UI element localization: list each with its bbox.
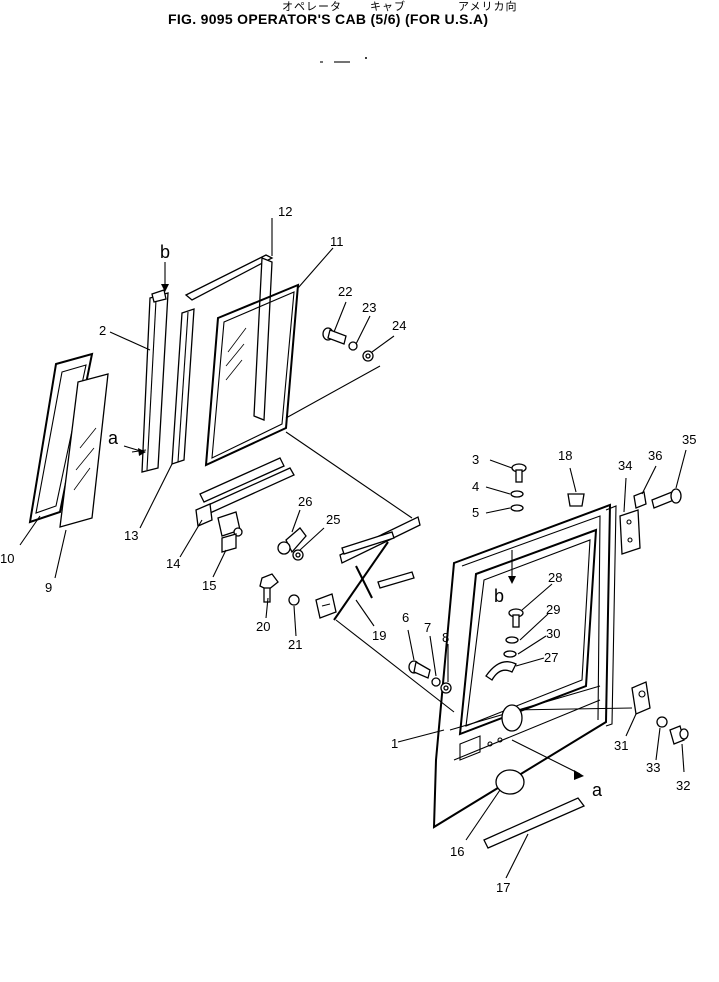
part-13-channel (171, 308, 195, 465)
callout-numbers: 1 2 3 4 5 6 7 8 9 10 11 12 13 14 15 16 1… (0, 204, 696, 895)
figure-header: オペレータ キャブ アメリカ向 FIG. 9095 OPERATOR'S CAB… (0, 0, 719, 40)
katakana-usa: アメリカ向 (458, 0, 518, 13)
katakana-cab: キャブ (370, 0, 406, 13)
callout-28: 28 (548, 570, 562, 585)
part-25-washer (292, 549, 304, 561)
part-9-window-glass (59, 373, 109, 528)
callout-1: 1 (391, 736, 398, 751)
callout-8: 8 (442, 630, 449, 645)
callout-29: 29 (546, 602, 560, 617)
callout-9: 9 (45, 580, 52, 595)
callout-35: 35 (682, 432, 696, 447)
callout-36: 36 (648, 448, 662, 463)
callout-27: 27 (544, 650, 558, 665)
katakana-operator: オペレータ (282, 0, 342, 13)
part-20-bolt (259, 573, 279, 603)
part-19-regulator (333, 516, 421, 621)
callout-25: 25 (326, 512, 340, 527)
callout-31: 31 (614, 738, 628, 753)
callout-24: 24 (392, 318, 406, 333)
part-2-channel (141, 289, 169, 473)
callout-21: 21 (288, 637, 302, 652)
part-5-washer (510, 504, 524, 512)
part-hinge-block (315, 593, 337, 619)
part-14-runner (195, 457, 295, 527)
part-31-latch (631, 681, 651, 715)
part-34-hinge (619, 509, 641, 555)
callout-leaders (19, 218, 687, 879)
part-30-washer (503, 650, 517, 658)
callout-13: 13 (124, 528, 138, 543)
part-18-cap (567, 493, 585, 507)
part-15-bracket (217, 511, 243, 553)
katakana-caption: オペレータ キャブ アメリカ向 (0, 0, 719, 13)
pointer-label-b-door: b (494, 586, 504, 606)
callout-23: 23 (362, 300, 376, 315)
pointer-arrows (123, 262, 584, 780)
callout-11: 11 (330, 234, 344, 249)
callout-5: 5 (472, 505, 479, 520)
part-29-washer (505, 636, 519, 644)
part-24-washer (362, 350, 374, 362)
part-26-clamp (277, 527, 307, 555)
part-32-bolt (669, 725, 689, 745)
part-33-washer (656, 716, 668, 728)
part-21-washer (288, 594, 300, 606)
callout-22: 22 (338, 284, 352, 299)
callout-12: 12 (278, 204, 292, 219)
callout-30: 30 (546, 626, 560, 641)
callout-26: 26 (298, 494, 312, 509)
part-17-strip (483, 797, 586, 849)
figure-title: FIG. 9095 OPERATOR'S CAB (5/6) (FOR U.S.… (168, 11, 489, 27)
part-23-washer (348, 341, 358, 351)
part-12-frame-rail (184, 254, 274, 421)
pointer-label-a-left: a (108, 428, 119, 448)
callout-16: 16 (450, 844, 464, 859)
part-6-bolt (408, 660, 431, 679)
stray-marks (320, 57, 367, 63)
part-7-washer (431, 677, 441, 687)
callout-18: 18 (558, 448, 572, 463)
part-36-nut (633, 491, 647, 509)
pointer-label-b-top: b (160, 242, 170, 262)
callout-19: 19 (372, 628, 386, 643)
callout-2: 2 (99, 323, 106, 338)
callout-6: 6 (402, 610, 409, 625)
part-3-screw (511, 463, 527, 483)
callout-33: 33 (646, 760, 660, 775)
callout-14: 14 (166, 556, 180, 571)
part-8-washer (440, 682, 452, 694)
part-1-door (432, 503, 617, 829)
callout-15: 15 (202, 578, 216, 593)
pointer-label-a-door: a (592, 780, 603, 800)
callout-32: 32 (676, 778, 690, 793)
callout-10: 10 (0, 551, 14, 566)
part-27-handle (485, 661, 517, 681)
part-35-bolt (651, 488, 682, 509)
callout-20: 20 (256, 619, 270, 634)
part-11-sliding-glass (204, 283, 300, 467)
part-10-window-seal (28, 352, 94, 524)
part-28-screw (508, 608, 524, 628)
callout-3: 3 (472, 452, 479, 467)
callout-7: 7 (424, 620, 431, 635)
part-4-washer (510, 490, 524, 498)
callout-34: 34 (618, 458, 632, 473)
callout-4: 4 (472, 479, 479, 494)
part-22-bolt (322, 327, 347, 345)
callout-17: 17 (496, 880, 510, 895)
